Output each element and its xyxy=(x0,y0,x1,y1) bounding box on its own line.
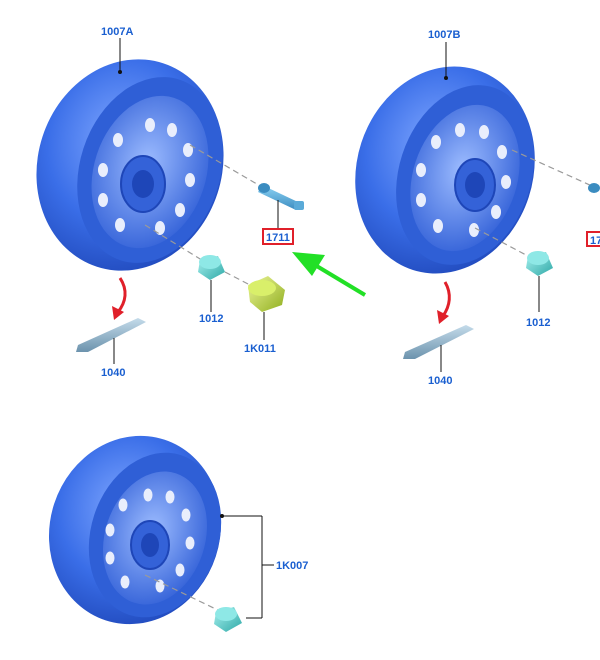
kit-bracket xyxy=(220,514,274,619)
red-arrow-icon xyxy=(112,277,127,320)
balance-weight-b[interactable] xyxy=(403,325,474,359)
label-wheel-1007b[interactable]: 1007B xyxy=(428,29,460,41)
vent-holes xyxy=(105,488,195,593)
label-kit-1k007[interactable]: 1K007 xyxy=(276,560,308,572)
label-valve-17-partial[interactable]: 17 xyxy=(590,235,600,247)
vent-holes xyxy=(98,118,195,235)
valve-stem[interactable] xyxy=(258,183,304,210)
lock-nut[interactable] xyxy=(248,276,285,312)
wheel-nut-spare[interactable] xyxy=(214,607,242,632)
wheel-1007a[interactable] xyxy=(9,35,250,295)
label-nut-1012-a[interactable]: 1012 xyxy=(199,313,223,325)
wheel-nut-b[interactable] xyxy=(526,251,553,276)
red-arrow-icon xyxy=(437,281,451,324)
spare-wheel[interactable] xyxy=(25,413,245,646)
vent-holes xyxy=(416,123,511,237)
label-weight-1040-b[interactable]: 1040 xyxy=(428,375,452,387)
label-wheel-1007a[interactable]: 1007A xyxy=(101,26,133,38)
valve-stem-partial[interactable] xyxy=(588,183,600,193)
wheel-nut-a[interactable] xyxy=(198,255,225,280)
green-arrow-icon xyxy=(292,252,367,297)
callout-box-17-partial xyxy=(586,231,600,247)
callout-box-1711 xyxy=(262,228,294,245)
label-valve-1711[interactable]: 1711 xyxy=(266,232,290,244)
label-nut-1012-b[interactable]: 1012 xyxy=(526,317,550,329)
balance-weight-a[interactable] xyxy=(76,318,146,352)
label-lock-nut-1k011[interactable]: 1K011 xyxy=(244,343,276,355)
wheel-1007b[interactable] xyxy=(329,43,561,297)
label-weight-1040-a[interactable]: 1040 xyxy=(101,367,125,379)
